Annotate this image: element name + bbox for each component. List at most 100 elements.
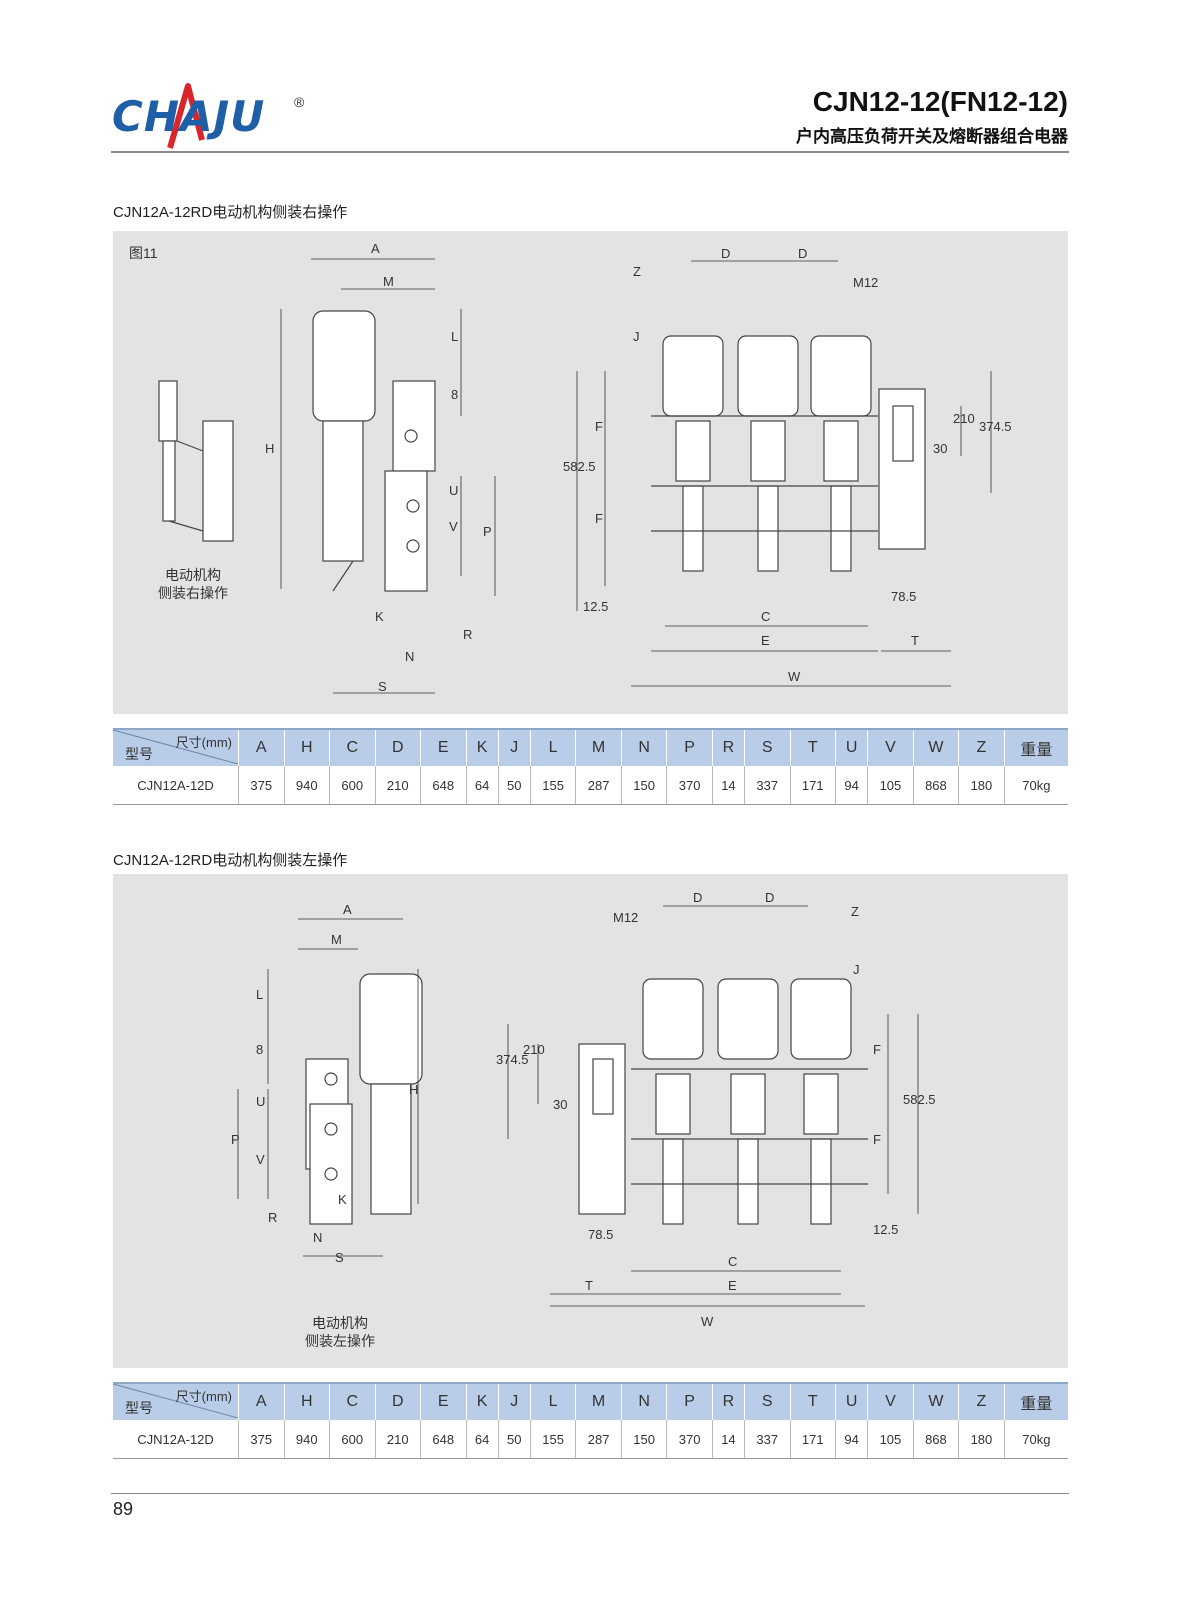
table-cell: 370 [666,1420,713,1459]
dim-label: K [338,1192,347,1207]
brand-logo-mark [167,83,205,149]
table-cell: 648 [420,1420,467,1459]
column-header: P [666,1382,713,1420]
column-header: E [420,728,467,766]
table-cell: 648 [420,766,467,805]
column-header: S [744,1382,791,1420]
dim-label: 78.5 [588,1227,613,1242]
page-subtitle: 户内高压负荷开关及熔断器组合电器 [796,127,1068,146]
table-cell: 94 [835,766,869,805]
dim-label: D [721,246,730,261]
table-cell: 155 [530,1420,577,1459]
table-corner-header: 尺寸(mm) 型号 [113,728,239,766]
column-header: W [913,1382,960,1420]
dim-label: 30 [933,441,947,456]
dim-label: N [313,1230,322,1245]
table-cell: 150 [621,1420,668,1459]
dim-label: T [911,633,919,648]
table-cell: 600 [329,766,376,805]
dim-label: L [451,329,458,344]
column-header: P [666,728,713,766]
column-header: R [712,1382,746,1420]
column-header: U [835,1382,869,1420]
dim-label: S [378,679,387,694]
table-cell: 337 [744,766,791,805]
table-cell: 94 [835,1420,869,1459]
column-header: J [498,728,531,766]
column-header: H [284,728,330,766]
dimension-table-2: 尺寸(mm) 型号 A H C D E K J L M N P R S T U … [113,1382,1068,1459]
column-header: 重量 [1004,728,1068,766]
table-cell: 50 [498,1420,531,1459]
table-cell: 375 [238,1420,285,1459]
column-header: 重量 [1004,1382,1068,1420]
model-cell: CJN12A-12D [113,766,239,805]
dim-label: M12 [853,275,878,290]
section-1-title: CJN12A-12RD电动机构侧装右操作 [113,204,348,221]
column-header: A [238,1382,285,1420]
column-header: C [329,1382,376,1420]
dim-label: T [585,1278,593,1293]
dim-label: P [231,1132,240,1147]
column-header: E [420,1382,467,1420]
table-cell: 600 [329,1420,376,1459]
dim-label: Z [851,904,859,919]
dim-label: M [331,932,342,947]
table-cell: 370 [666,766,713,805]
dim-label: A [371,241,380,256]
table-cell: 337 [744,1420,791,1459]
column-header: D [375,1382,421,1420]
column-header: K [466,1382,499,1420]
column-header: W [913,728,960,766]
technical-drawing-2: A M L 8 H U P V K R N S D D Z M12 J F F … [231,890,936,1329]
dim-label: A [343,902,352,917]
table-cell: 171 [790,766,837,805]
dim-label: U [256,1094,265,1109]
dim-label: D [798,246,807,261]
table-cell: 14 [712,766,746,805]
dim-label: J [853,962,860,977]
dim-label: 374.5 [496,1052,529,1067]
dim-label: C [761,609,770,624]
table-cell: 210 [375,1420,421,1459]
dim-label: 8 [256,1042,263,1057]
column-header: R [712,728,746,766]
table-cell: 64 [466,1420,499,1459]
table-cell: 70kg [1004,1420,1068,1459]
table-cell: 210 [375,766,421,805]
column-header: V [867,728,914,766]
dim-label: 78.5 [891,589,916,604]
dim-label: E [728,1278,737,1293]
column-header: L [530,728,577,766]
column-header: K [466,728,499,766]
page-title: CJN12-12(FN12-12) [812,86,1068,117]
table-cell: 105 [867,766,914,805]
dimension-table-1: 尺寸(mm) 型号 A H C D E K J L M N P R S T U … [113,728,1068,805]
dim-label: W [788,669,801,684]
column-header: M [575,728,622,766]
drawing-panel-2: A M L 8 H U P V K R N S D D Z M12 J F F … [113,874,1068,1368]
table-cell: 940 [284,766,330,805]
dim-label: P [483,524,492,539]
dim-label: F [595,419,603,434]
drawing-caption: 电动机构 侧装右操作 [158,567,228,601]
section-2-title: CJN12A-12RD电动机构侧装左操作 [113,852,348,869]
table-cell: 180 [958,1420,1005,1459]
model-cell: CJN12A-12D [113,1420,239,1459]
registered-mark: ® [294,94,305,110]
column-header: T [790,728,837,766]
table-cell: 287 [575,766,622,805]
dim-label: F [873,1042,881,1057]
dim-label: Z [633,264,641,279]
column-header: Z [958,1382,1005,1420]
dim-label: E [761,633,770,648]
drawing-caption: 电动机构 侧装左操作 [305,1315,375,1349]
page-number: 89 [113,1499,134,1519]
dim-label: K [375,609,384,624]
column-header: L [530,1382,577,1420]
column-header: N [621,728,668,766]
table-corner-header: 尺寸(mm) 型号 [113,1382,239,1420]
dim-label: U [449,483,458,498]
table-cell: 868 [913,1420,960,1459]
column-header: N [621,1382,668,1420]
